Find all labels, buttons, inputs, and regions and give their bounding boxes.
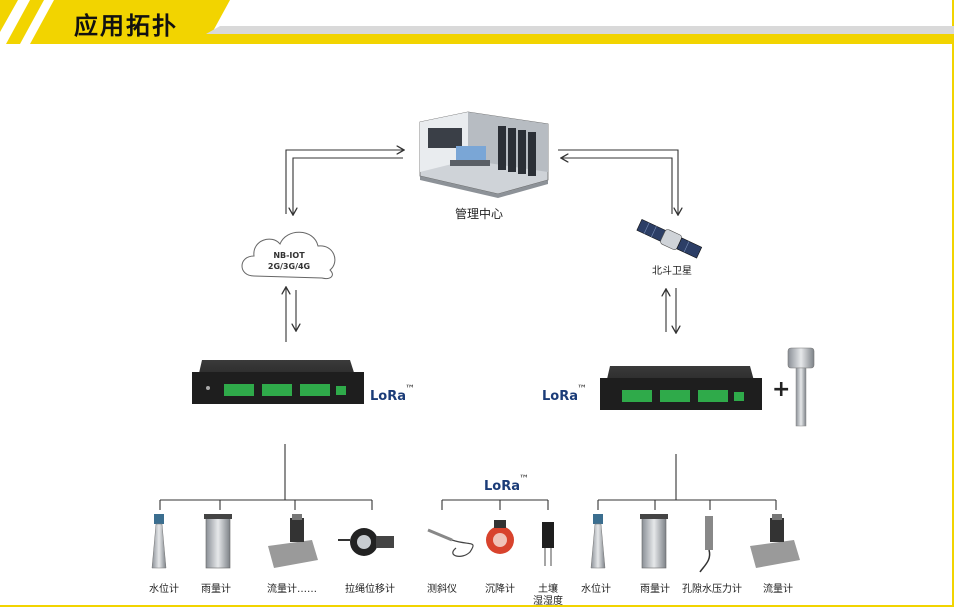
cloud-label-line1: NB-IOT	[273, 251, 305, 260]
right-sensor-tree	[597, 454, 777, 510]
water-level-radar-icon	[151, 514, 167, 569]
sensor-label-right-2: 雨量计	[640, 582, 670, 595]
left-sensor-tree	[159, 444, 373, 510]
sensor-label-left-3: 流量计……	[267, 582, 317, 595]
rain-gauge-icon-right	[640, 514, 668, 569]
left-gateway-device	[192, 360, 364, 404]
settlement-gauge-icon	[486, 520, 514, 554]
flow-meter-icon	[268, 514, 318, 568]
right-gateway-device	[600, 366, 762, 410]
piezometer-icon	[699, 516, 713, 573]
plus-sign: +	[772, 377, 790, 402]
sensor-label-mid-2: 沉降计	[485, 582, 515, 595]
sensor-label-left-1: 水位计	[149, 582, 179, 595]
lora-logo-right: LoRa	[542, 389, 578, 404]
header-stripes	[0, 0, 954, 44]
middle-sensor-tree	[441, 499, 549, 510]
management-center-label: 管理中心	[455, 206, 503, 221]
lora-logo-middle: LoRa	[484, 479, 520, 494]
page-title: 应用拓扑	[74, 12, 178, 40]
sensor-label-right-1: 水位计	[581, 582, 611, 595]
management-center-icon	[419, 111, 549, 198]
cloud-label-line2: 2G/3G/4G	[268, 262, 310, 271]
header-banner: 应用拓扑	[0, 0, 954, 48]
inclinometer-icon	[427, 528, 474, 557]
sensor-label-left-4: 拉绳位移计	[345, 582, 395, 595]
sensor-label-right-3: 孔隙水压力计	[682, 582, 742, 595]
lora-logo-left: LoRa	[370, 389, 406, 404]
sensor-label-right-4: 流量计	[763, 582, 793, 595]
soil-moisture-sensor-icon	[542, 522, 554, 566]
wire-displacement-meter-icon	[338, 528, 394, 556]
rain-gauge-icon	[204, 514, 232, 569]
lora-tm-middle: ™	[519, 474, 529, 485]
lora-tm-left: ™	[405, 384, 415, 395]
beidou-antenna-icon	[787, 347, 815, 427]
sensor-label-mid-1: 测斜仪	[427, 582, 457, 595]
left-uplink-arrows	[286, 150, 403, 342]
sensor-label-mid-3: 土壤	[538, 582, 558, 595]
satellite-icon	[636, 218, 703, 259]
water-level-radar-icon-right	[590, 514, 606, 569]
cloud-network-icon	[241, 231, 336, 279]
flow-meter-icon-right	[750, 514, 800, 568]
right-uplink-arrows	[558, 149, 678, 332]
sensor-label-left-2: 雨量计	[201, 582, 231, 595]
lora-tm-right: ™	[577, 384, 587, 395]
sensor-label-mid-4: 湿湿度	[533, 594, 563, 607]
satellite-label: 北斗卫星	[652, 265, 692, 277]
